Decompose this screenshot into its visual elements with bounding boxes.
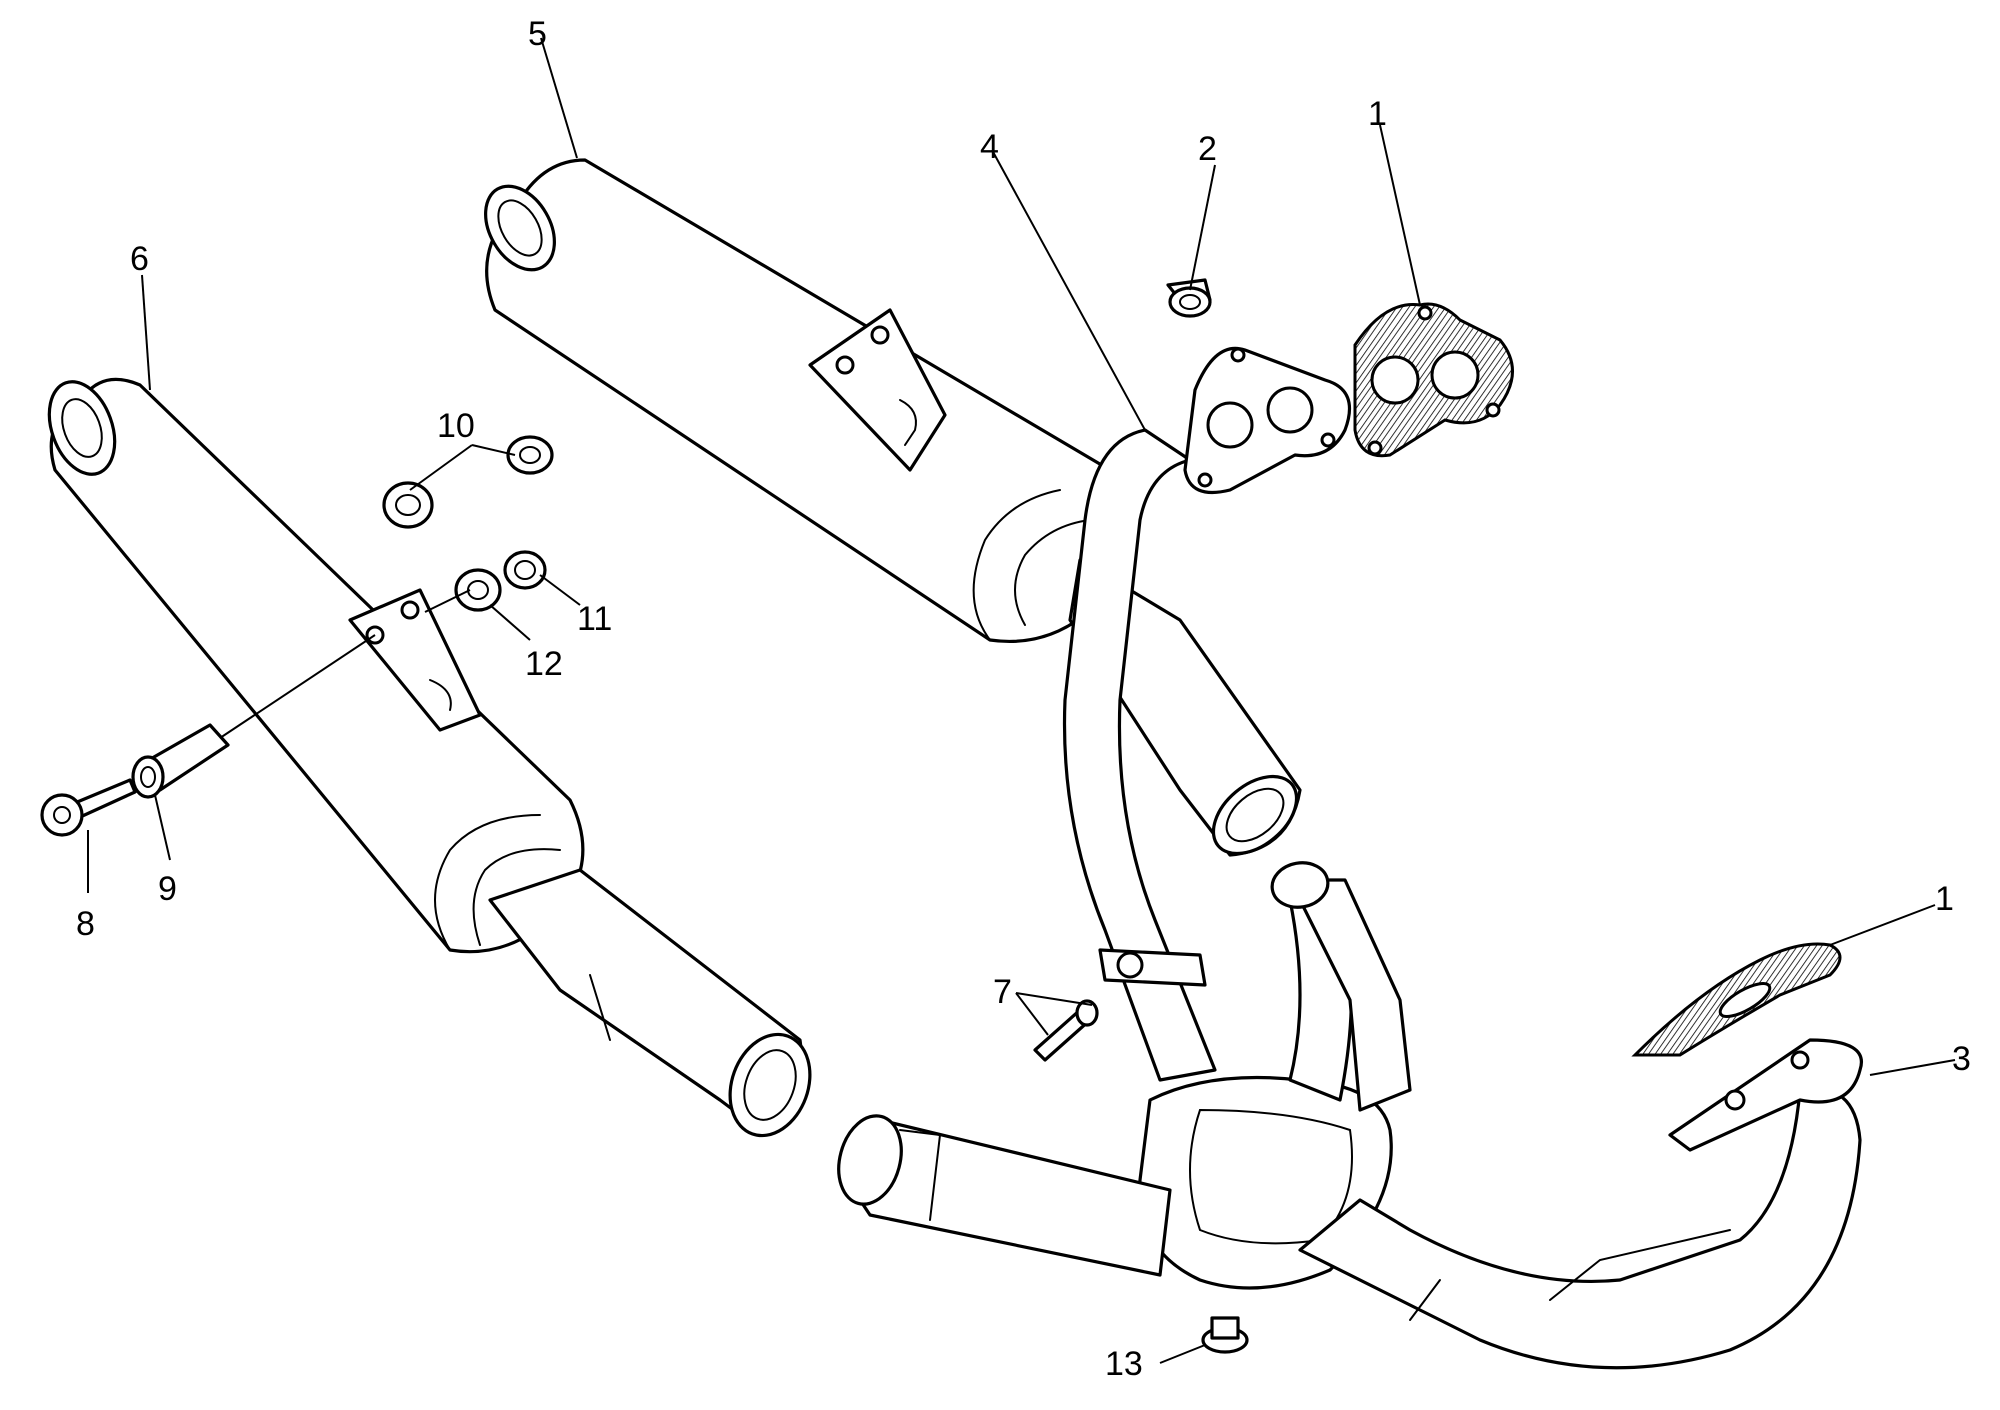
callout-13: 13 (1105, 1345, 1143, 1383)
callout-2: 2 (1198, 130, 1217, 168)
washer-12 (454, 568, 502, 612)
header-pipe-4 (1062, 346, 1352, 1082)
callout-1-lower: 1 (1935, 880, 1954, 918)
callout-10: 10 (437, 407, 475, 445)
callout-1-upper: 1 (1368, 95, 1387, 133)
callout-labels: 1 1 2 3 4 5 6 7 8 9 10 11 12 13 (76, 15, 1971, 1383)
callout-12: 12 (525, 645, 563, 683)
callout-6: 6 (130, 240, 149, 278)
callout-7: 7 (993, 973, 1012, 1011)
gasket-1-lower (1631, 942, 1842, 1057)
callout-8: 8 (76, 905, 95, 943)
spacer-9 (131, 723, 230, 799)
silencer-6 (47, 377, 812, 1138)
callout-9: 9 (158, 870, 177, 908)
grommet-10 (382, 435, 554, 529)
leader-lines (87, 37, 1956, 1364)
callout-5: 5 (528, 15, 547, 53)
bolt-7 (1033, 999, 1099, 1062)
bolt-8 (40, 778, 137, 837)
callout-3: 3 (1952, 1040, 1971, 1078)
grommet-11 (503, 550, 547, 590)
gasket-1-upper (1353, 302, 1514, 458)
silencer-5 (484, 158, 1302, 857)
collector-pipe-3 (837, 861, 1863, 1370)
bushing-2 (1166, 278, 1212, 318)
callout-4: 4 (980, 128, 999, 166)
callout-11: 11 (577, 600, 612, 638)
nut-13 (1201, 1316, 1249, 1354)
